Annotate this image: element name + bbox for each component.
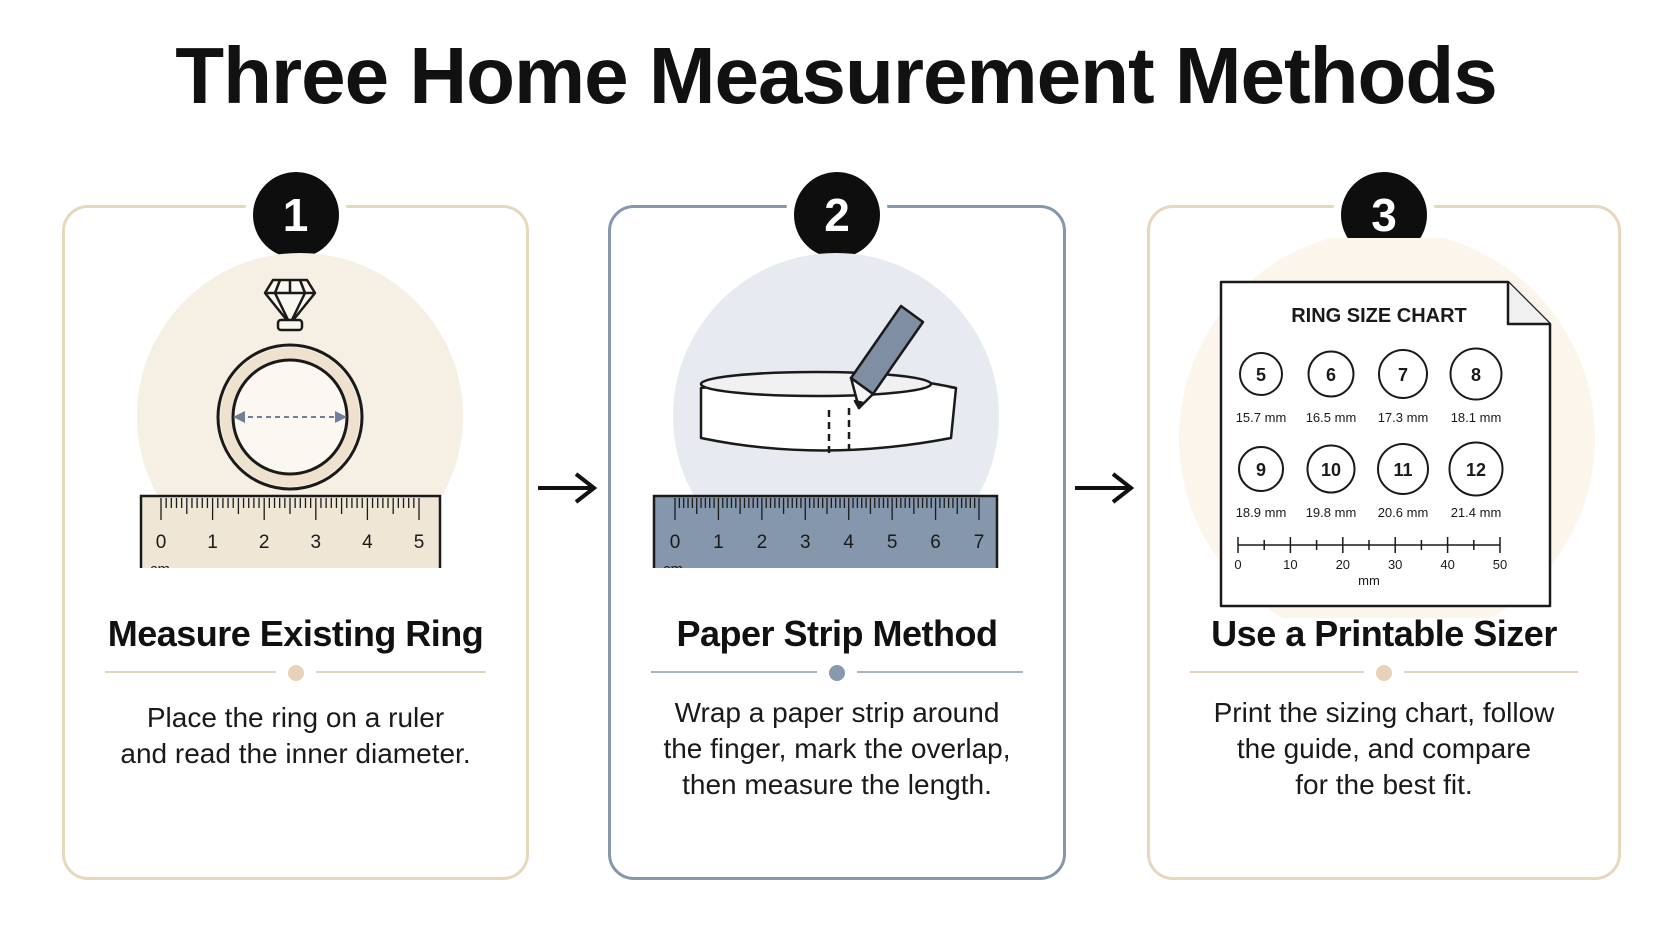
method-card-paper-strip: 2 0 1 2 3 4 5 6 7 cm Paper Strip Method Wrap a … [608,164,1066,880]
ring-size-circle [1239,352,1283,396]
mm-scale-label: 30 [1388,557,1402,572]
ring-size-mm: 15.7 mm [1236,410,1287,425]
ring-size-circle [1448,441,1504,497]
ruler-tick-label: 1 [713,532,724,553]
method-description: Place the ring on a ruler and read the i… [120,702,471,769]
ruler-tick-label: 2 [259,532,270,553]
ruler-unit-label: cm [663,561,683,568]
ruler-tick-label: 3 [800,532,811,553]
size-chart-sheet: RING SIZE CHART 5 15.7 mm 6 16.5 mm 7 17.3 mm… [1219,280,1552,608]
card-divider [651,665,1023,681]
method-card-measure-ring: 1 0 1 2 3 4 5 cm [62,164,529,880]
pencil-icon [849,304,925,410]
ruler-icon: 0 1 2 3 4 5 cm [139,494,442,568]
ring-size-mm: 19.8 mm [1306,505,1357,520]
paper-strip-icon [699,370,958,456]
ring-size-mm: 18.1 mm [1451,410,1502,425]
ruler-tick-label: 0 [670,532,681,553]
inner-diameter-arrow [233,411,347,423]
card-divider [105,665,486,681]
size-chart-heading: RING SIZE CHART [1291,305,1467,327]
ruler-icon: 0 1 2 3 4 5 6 7 cm [652,494,999,568]
page-title: Three Home Measurement Methods [175,31,1497,120]
method-description: Print the sizing chart, follow the guide… [1213,697,1555,800]
ruler-tick-label: 5 [414,532,425,553]
ring-size-mm: 16.5 mm [1306,410,1357,425]
ruler-tick-label: 6 [930,532,941,553]
ring-size-mm: 17.3 mm [1378,410,1429,425]
mm-scale-unit: mm [1358,573,1380,588]
ring-size-number: 8 [1471,365,1481,385]
method-title: Paper Strip Method [676,613,998,654]
ring-on-ruler-illustration: 0 1 2 3 4 5 cm [137,253,463,568]
step-badge-1: 1 [244,164,347,266]
ring-size-circle [1378,349,1428,399]
ruler-tick-label: 4 [362,532,373,553]
method-description: Wrap a paper strip around the finger, ma… [663,697,1011,800]
method-title: Measure Existing Ring [107,613,484,654]
method-title: Use a Printable Sizer [1211,613,1557,654]
ring-size-mm: 21.4 mm [1451,505,1502,520]
ring-size-mm: 20.6 mm [1378,505,1429,520]
ruler-tick-label: 3 [311,532,322,553]
ruler-tick-label: 4 [843,532,854,553]
ring-size-number: 9 [1256,460,1266,480]
ruler-tick-label: 5 [887,532,898,553]
ruler-tick-label: 7 [974,532,985,553]
ruler-tick-label: 0 [156,532,167,553]
arrow-right-icon [538,472,598,504]
ring-size-circle [1306,444,1356,494]
ring-size-number: 10 [1321,460,1341,480]
ruler-tick-label: 2 [757,532,768,553]
ring-size-circle [1449,347,1503,401]
ring-size-number: 12 [1466,460,1486,480]
paper-strip-illustration: 0 1 2 3 4 5 6 7 cm [652,253,999,568]
ring-size-number: 5 [1256,365,1266,385]
card-divider [1190,665,1578,681]
ring-size-circle [1307,350,1355,398]
arrow-right-icon [1075,472,1135,504]
ring-size-number: 11 [1393,460,1412,480]
ruler-unit-label: cm [150,561,170,568]
mm-scale-label: 40 [1440,557,1454,572]
ring-size-circle [1238,446,1284,492]
ruler-tick-label: 1 [207,532,218,553]
ring-size-number: 6 [1326,365,1336,385]
mm-scale-label: 0 [1234,557,1241,572]
mm-scale-label: 10 [1283,557,1297,572]
mm-scale-label: 20 [1336,557,1350,572]
printable-sizer-illustration: RING SIZE CHART 5 15.7 mm 6 16.5 mm 7 17.3 mm… [1179,238,1595,618]
ring-size-mm: 18.9 mm [1236,505,1287,520]
ring-size-circle [1377,443,1429,495]
diamond-icon [263,278,317,332]
step-badge-2: 2 [786,164,888,266]
ring-size-number: 7 [1398,365,1408,385]
mm-scale-label: 50 [1493,557,1507,572]
